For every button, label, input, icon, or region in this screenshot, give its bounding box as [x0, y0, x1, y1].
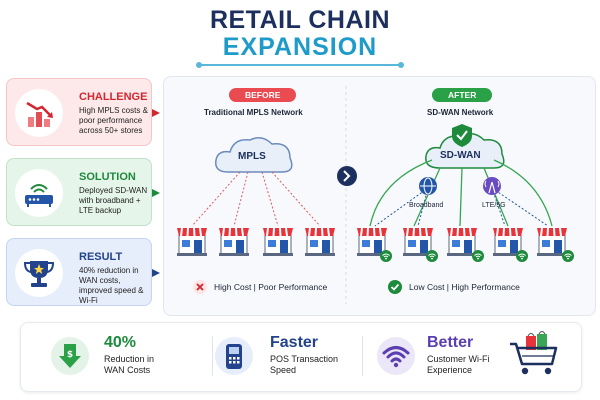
wifi-icon [515, 249, 529, 263]
after-subtitle: SD-WAN Network [427, 108, 494, 117]
shopping-cart-icon [510, 331, 558, 375]
trophy-icon [15, 249, 63, 297]
solution-heading: SOLUTION [79, 171, 136, 183]
wifi-icon [561, 249, 575, 263]
comparison-panel [163, 76, 596, 316]
wifi-icon [377, 337, 415, 375]
pos-terminal-icon [215, 337, 253, 375]
after-footer: Low Cost | High Performance [409, 282, 520, 292]
money-down-icon: $ [51, 337, 89, 375]
page-title-line2: EXPANSION [222, 33, 378, 61]
challenge-card: CHALLENGE High MPLS costs & poor perform… [6, 78, 152, 146]
solution-text: Deployed SD-WAN with broadband + LTE bac… [79, 186, 148, 215]
lte-label: LTE/5G [482, 202, 506, 209]
chart-down-icon [15, 89, 63, 137]
store-icon [304, 227, 336, 257]
stat-wifi-text: Customer Wi-Fi Experience [427, 354, 490, 375]
store-icon [218, 227, 250, 257]
svg-text:$: $ [67, 350, 73, 360]
x-circle-icon [193, 280, 207, 294]
solution-card: SOLUTION Deployed SD-WAN with broadband … [6, 158, 152, 226]
store-icon [536, 227, 568, 257]
mpls-cloud [215, 137, 293, 173]
separator [362, 336, 363, 376]
sdwan-cloud-label: SD-WAN [440, 150, 481, 161]
arrow-right-icon [152, 269, 160, 277]
stats-bar [20, 322, 582, 392]
transition-arrow-icon [337, 166, 357, 186]
challenge-text: High MPLS costs & poor performance acros… [79, 106, 148, 135]
arrow-right-icon [152, 109, 160, 117]
wifi-icon [379, 249, 393, 263]
result-card: RESULT 40% reduction in WAN costs, impro… [6, 238, 152, 306]
wifi-icon [425, 249, 439, 263]
stat-speed-text: POS Transaction Speed [270, 354, 339, 375]
store-icon [446, 227, 478, 257]
stat-wifi-head: Better [427, 334, 474, 351]
result-text: 40% reduction in WAN costs, improved spe… [79, 266, 144, 305]
check-circle-icon [388, 280, 402, 294]
router-icon [15, 169, 63, 217]
after-badge: AFTER [432, 88, 493, 102]
separator [212, 336, 213, 376]
store-icon [176, 227, 208, 257]
stat-cost-text: Reduction in WAN Costs [104, 354, 155, 375]
mpls-cloud-label: MPLS [238, 151, 266, 162]
arrow-right-icon [152, 189, 160, 197]
shield-icon [452, 124, 472, 147]
result-heading: RESULT [79, 251, 123, 263]
before-footer: High Cost | Poor Performance [214, 282, 328, 292]
store-icon [262, 227, 294, 257]
globe-icon [419, 177, 437, 195]
stat-speed-head: Faster [270, 334, 319, 351]
wifi-icon [471, 249, 485, 263]
mpls-links [191, 171, 321, 227]
before-badge: BEFORE [229, 88, 297, 102]
challenge-heading: CHALLENGE [79, 91, 148, 103]
page-title-line1: RETAIL CHAIN [209, 6, 391, 34]
cell-tower-icon [483, 177, 501, 195]
backup-links [374, 187, 549, 227]
title-underline [196, 62, 404, 68]
broadband-label: Broadband [409, 202, 444, 209]
stat-cost-head: 40% [104, 334, 137, 351]
sdwan-links [369, 159, 553, 227]
before-subtitle: Traditional MPLS Network [204, 108, 303, 117]
